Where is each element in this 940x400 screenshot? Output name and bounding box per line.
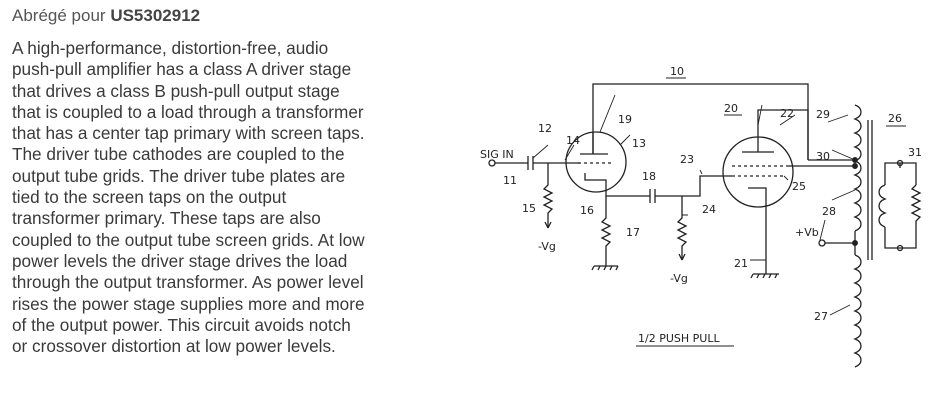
label-23: 23: [680, 153, 694, 166]
patent-figure: 10 SIG IN 11 12 13 14 15 16 17 18 19 20 …: [470, 50, 930, 380]
abstract-line: output tube grids. The driver tube plate…: [12, 165, 346, 186]
label-10: 10: [670, 65, 684, 78]
load-resistor: [910, 184, 922, 227]
figure-labels: 10 SIG IN 11 12 13 14 15 16 17 18 19 20 …: [480, 65, 922, 347]
patent-number: US5302912: [110, 6, 201, 25]
circuit-diagram: [488, 83, 922, 368]
load-terminal-bottom: [896, 244, 904, 252]
label-28: 28: [822, 205, 836, 218]
driver-cathode: [584, 173, 602, 181]
label-sig-in: SIG IN: [480, 148, 514, 161]
label-15: 15: [522, 202, 536, 215]
abstract-line: that has a center tap primary with scree…: [12, 123, 365, 144]
label-31: 31: [908, 146, 922, 159]
driver-plate: [580, 133, 608, 155]
abstract-line: or crossover distortion at low power lev…: [12, 336, 336, 357]
abstract-line: coupled to the output tube screen grids.…: [12, 229, 365, 250]
abstract-line: that drives a class B push-pull output s…: [12, 80, 340, 101]
abstract-line: push-pull amplifier has a class A driver…: [12, 59, 352, 80]
label-27: 27: [814, 310, 828, 323]
title-prefix: Abrégé pour: [12, 6, 106, 25]
label-11: 11: [503, 174, 517, 187]
secondary-winding: [878, 184, 887, 228]
label-30: 30: [816, 150, 830, 163]
label-20: 20: [724, 102, 738, 115]
label-14: 14: [566, 134, 580, 147]
label-24: 24: [702, 203, 716, 216]
label-29: 29: [816, 108, 830, 121]
grid-resistor-15: [542, 163, 554, 228]
output-cathode: [748, 187, 767, 196]
label-26: 26: [888, 112, 902, 125]
abstract-line: The driver tube cathodes are coupled to …: [12, 144, 345, 165]
label-21: 21: [734, 257, 748, 270]
output-plate: [742, 109, 809, 160]
arrow-24: [678, 253, 686, 261]
grid-resistor-24: [676, 196, 688, 260]
transformer-core: [867, 120, 873, 260]
abstract-text: A high-performance, distortion-free, aud…: [12, 38, 452, 357]
primary-winding-lower: [853, 254, 862, 368]
label-12: 12: [538, 122, 552, 135]
leader-lines: [532, 94, 856, 316]
cathode-resistor-17: [600, 196, 612, 262]
label-22: 22: [780, 107, 794, 120]
ground-17: [591, 262, 619, 271]
abstract-line: A high-performance, distortion-free, aud…: [12, 38, 329, 58]
abstract-line: that is coupled to a load through a tran…: [12, 101, 364, 122]
label-18: 18: [642, 170, 656, 183]
abstract-line: power levels the driver stage drives the…: [12, 250, 348, 271]
label-vg-1: -Vg: [538, 240, 556, 253]
abstract-title: Abrégé pour US5302912: [12, 6, 200, 26]
label-17: 17: [626, 226, 640, 239]
arrow-15: [544, 221, 552, 229]
figure-caption: 1/2 PUSH PULL: [638, 332, 720, 345]
label-13: 13: [632, 137, 646, 150]
abstract-line: rises the power stage supplies more and …: [12, 293, 365, 314]
abstract-line: through the output transformer. As power…: [12, 272, 364, 293]
driver-tube-19: [565, 131, 627, 193]
load-terminal-top: [896, 159, 904, 167]
cathode-wire: [602, 179, 650, 197]
abstract-line: of the output power. This circuit avoids…: [12, 314, 351, 335]
primary-winding-upper: [853, 104, 862, 232]
screen-tap-dot: [852, 163, 858, 169]
grid2-wire: [655, 175, 732, 197]
label-19: 19: [618, 113, 632, 126]
label-25: 25: [792, 180, 806, 193]
ground-21: [750, 270, 779, 279]
label-vg-2: -Vg: [670, 272, 688, 285]
label-16: 16: [580, 204, 594, 217]
abstract-line: tied to the screen taps on the output: [12, 187, 287, 208]
abstract-line: transformer primary. These taps are also: [12, 208, 321, 229]
label-vb: +Vb: [795, 226, 819, 239]
